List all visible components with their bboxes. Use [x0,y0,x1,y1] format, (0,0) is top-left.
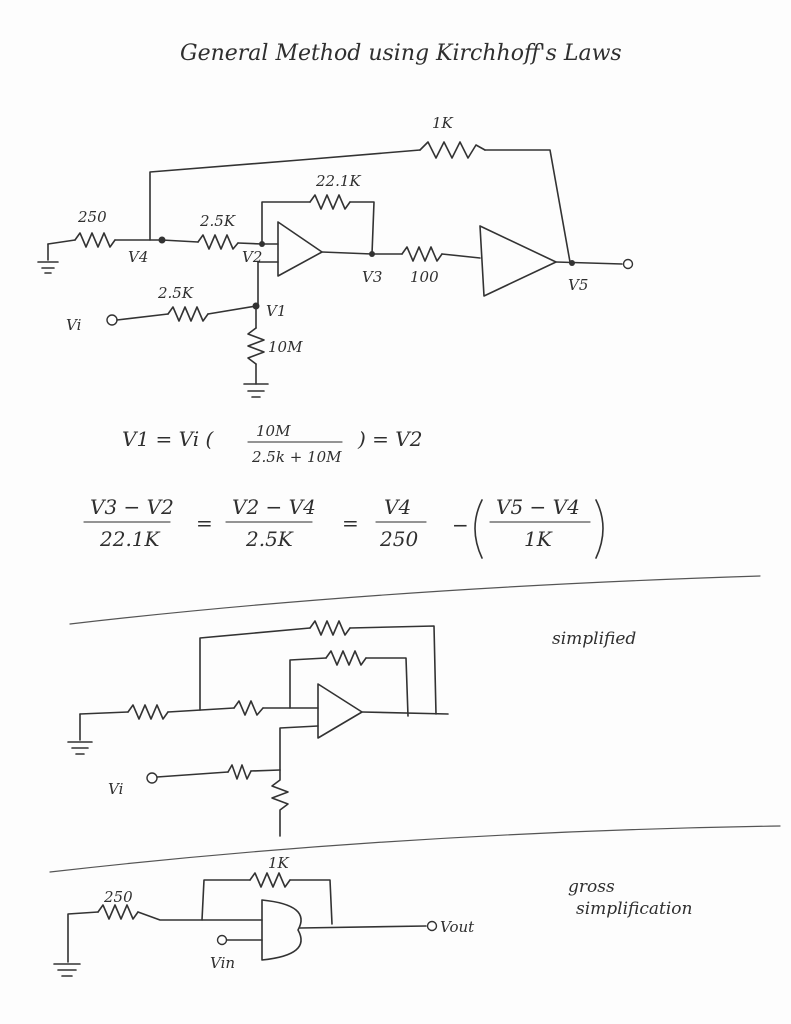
resistor-1k-outer [419,141,486,159]
wire-outer-top-right [484,149,571,263]
g-wire-out [299,925,427,929]
label-2k5-input: 2.5K [157,284,194,302]
f3-numerator: V4 [384,495,411,519]
wire-outer-top-left [149,149,421,241]
label-22k1: 22.1K [315,172,361,190]
s-wire-vi [156,771,229,778]
g-wire-fb-right [289,879,333,925]
s-wire-fb-right [365,657,409,717]
wire-100-to-buffer [441,253,481,259]
circuit-gross: gross simplification 1K 250 Vout Vin [53,854,693,977]
f4-denominator: 1K [524,527,553,551]
f1-numerator: V3 − V2 [90,495,174,519]
label-v5: V5 [568,276,588,294]
wire-2k5-to-v2 [237,242,263,245]
g-amp-gate [261,899,302,961]
label-v2: V2 [242,248,262,266]
page-title: General Method using Kirchhoff's Laws [180,41,622,66]
resistor-10m [247,327,265,365]
equations: V1 = Vi ( 10M 2.5k + 10M ) = V2 V3 − V2 … [83,422,604,559]
f2-denominator: 2.5K [245,527,294,551]
resistor-2k5-series [197,234,239,250]
wire-v4-to-2k5 [161,239,199,243]
f1-denominator: 22.1K [99,527,161,551]
minus-sign: − [452,513,469,537]
equals-b: = [342,511,359,535]
s-wire-outer-right [349,625,437,715]
s-resistor-shunt [271,769,289,837]
g-resistor-1k [249,872,291,888]
label-2k5-series: 2.5K [199,212,236,230]
wire-2k5-to-v1 [207,305,257,315]
g-wire-to-gate [137,911,263,921]
circuit-simplified: simplified Vi [67,620,636,837]
s-resistor-ground [127,704,169,720]
terminal-vi [106,314,118,326]
divider-2 [49,825,781,873]
g-terminal-in [216,934,228,946]
label-100: 100 [410,268,439,286]
equals-a: = [196,511,213,535]
g-resistor-250 [97,904,139,920]
s-wire-plus [279,725,319,771]
eq1-numerator: 10M [256,422,291,440]
label-v4: V4 [128,248,148,266]
resistor-2k5-input [167,306,209,322]
buffer-amp [479,225,557,297]
g-wire-ground [67,911,99,963]
label-v1: V1 [266,302,286,320]
wire-feedback-right [349,201,375,255]
wire-vi-to-2k5 [116,313,169,321]
wire-to-250 [47,239,76,245]
g-label-1k: 1K [268,854,290,872]
label-1k-outer: 1K [432,114,454,132]
eq1-denominator: 2.5k + 10M [251,448,342,466]
f4-numerator: V5 − V4 [496,495,580,519]
eq1-left: V1 = Vi ( [122,427,214,451]
s-wire-fb-left [289,657,327,709]
resistor-100 [401,246,443,262]
circuit-general: 1K 250 V4 2.5K V2 22.1K V3 [37,114,634,398]
s-wire-out [361,711,449,715]
g-label-vin: Vin [210,954,235,972]
paren-left [474,499,483,559]
label-simplified: simplified [552,629,636,649]
g-terminal-out [426,920,438,932]
label-gross-2: simplification [576,899,693,919]
s-resistor-fb [325,650,367,666]
s-wire-input-node [250,769,281,772]
wire-feedback-left [261,201,311,245]
eq1-right: ) = V2 [357,427,422,451]
s-label-vi: Vi [108,780,124,798]
opamp-1 [277,221,323,277]
wire-opamp-out [321,251,373,255]
g-label-vout: Vout [440,918,475,936]
f3-denominator: 250 [379,527,418,551]
s-resistor-input [227,764,252,780]
paren-right [595,499,604,559]
divider-1 [69,575,761,625]
s-resistor-outer [309,620,351,636]
s-wire-outer-left [199,627,311,711]
resistor-250 [74,232,116,248]
label-gross-1: gross [568,877,615,897]
g-wire-fb-left [201,879,251,921]
s-wire-r1-r2 [167,707,235,713]
g-label-250: 250 [103,888,133,906]
label-v3: V3 [362,268,382,286]
label-10m: 10M [268,338,303,356]
label-vi: Vi [66,316,82,334]
terminal-output [622,258,634,270]
wire-buffer-out [555,261,623,265]
s-opamp [317,683,363,739]
resistor-22k1 [309,194,351,210]
f2-numerator: V2 − V4 [232,495,316,519]
s-resistor-series [233,700,264,716]
s-wire-to-r1 [79,711,129,715]
node-v5 [569,260,575,266]
label-250: 250 [77,208,107,226]
s-terminal-vi [146,772,158,784]
